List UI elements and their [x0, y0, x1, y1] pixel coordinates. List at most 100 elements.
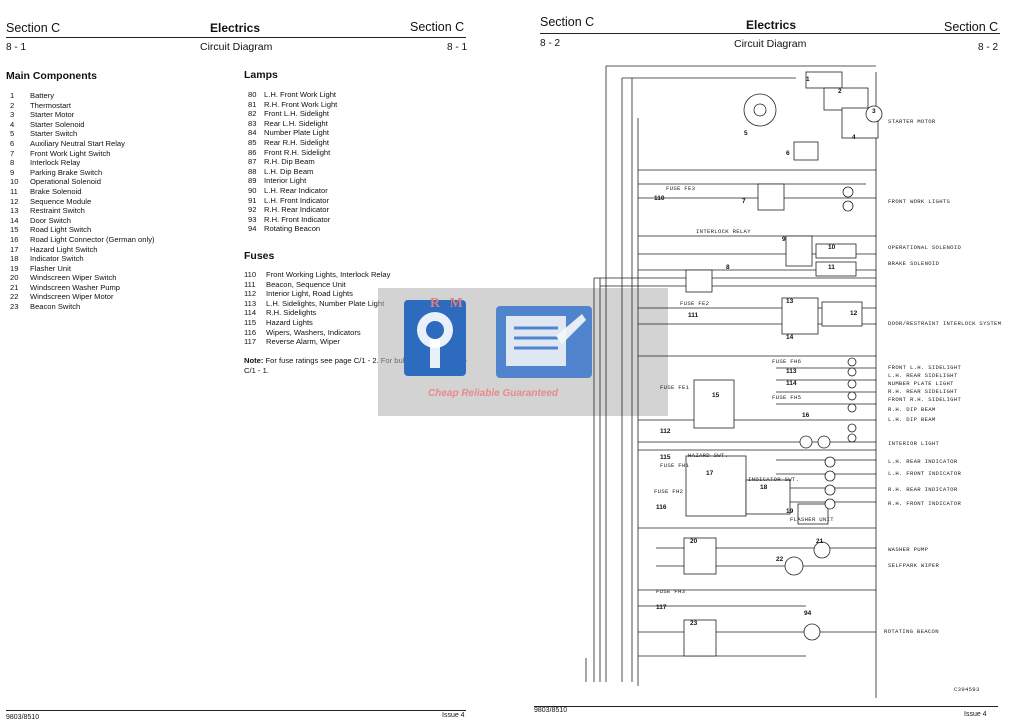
component-94: 94: [804, 610, 812, 617]
fuse-117: 117: [656, 604, 667, 611]
item-label: Door Switch: [30, 215, 71, 225]
fuse-112: 112: [660, 428, 671, 435]
item-label: Hazard Lights: [266, 317, 313, 327]
component-19: 19: [786, 508, 794, 515]
item-number: 84: [248, 128, 257, 138]
item-number: 110: [244, 270, 257, 279]
fuse-tag-fe2: FUSE FE2: [680, 300, 710, 307]
component-15: 15: [712, 392, 720, 399]
item-label: L.H. Sidelights, Number Plate Light: [266, 298, 385, 308]
component-23: 23: [690, 620, 698, 627]
item-label: L.H. Rear Indicator: [264, 185, 328, 195]
item-label: R.H. Dip Beam: [264, 157, 315, 167]
item-number: 22: [10, 292, 19, 302]
fuse-110: 110: [654, 195, 665, 202]
item-label: R.H. Front Work Light: [264, 99, 338, 109]
item-number: 8: [10, 158, 15, 168]
item-number: 9: [10, 167, 15, 177]
item-label: Sequence Module: [30, 196, 92, 206]
item-label: Rear R.H. Sidelight: [264, 137, 329, 147]
fuse-115: 115: [660, 454, 671, 461]
item-number: 3: [10, 110, 15, 120]
page-title: Electrics: [746, 18, 797, 32]
interlock-relay-label: INTERLOCK RELAY: [696, 228, 751, 235]
component-8: 8: [726, 264, 730, 271]
component-18: 18: [760, 484, 768, 491]
label-selfpark-wiper: SELFPARK WIPER: [888, 562, 940, 569]
item-label: Road Light Switch: [30, 225, 92, 235]
item-number: 111: [244, 279, 256, 289]
indicator-switch-label: INDICATOR SWT.: [748, 476, 800, 483]
footer-code: 9803/8510: [534, 707, 568, 714]
label-interlock-system: DOOR/RESTRAINT INTERLOCK SYSTEM: [888, 320, 1002, 327]
label-interior-light: INTERIOR LIGHT: [888, 440, 940, 447]
item-label: Road Light Connector (German only): [30, 234, 155, 244]
item-number: 87: [248, 157, 257, 167]
fuse-tag-fh5: FUSE FH5: [772, 394, 802, 401]
item-number: 19: [10, 263, 19, 273]
fuse-114: 114: [786, 380, 797, 387]
page-subtitle: Circuit Diagram: [734, 38, 807, 50]
item-number: 80: [248, 90, 257, 99]
page-number-left: 8 - 2: [540, 38, 561, 49]
item-label: Front Work Light Switch: [30, 148, 111, 158]
watermark-tagline: Cheap Reliable Guaranteed: [428, 388, 559, 399]
label-lh-rear-sidelight: L.H. REAR SIDELIGHT: [888, 372, 958, 379]
item-number: 92: [248, 205, 257, 215]
note-text: For fuse ratings see page C/1 - 2. For b…: [244, 356, 467, 375]
label-rh-rear-indicator: R.H. REAR INDICATOR: [888, 486, 958, 493]
item-label: R.H. Rear Indicator: [264, 205, 329, 215]
item-label: Interior Light, Road Lights: [266, 289, 353, 299]
item-number: 115: [244, 317, 257, 327]
component-10: 10: [828, 244, 836, 251]
fuse-116: 116: [656, 504, 667, 511]
item-number: 12: [10, 196, 19, 206]
label-starter-motor: STARTER MOTOR: [888, 118, 936, 125]
item-number: 86: [248, 147, 257, 157]
label-washer-pump: WASHER PUMP: [888, 546, 929, 553]
item-number: 82: [248, 109, 257, 119]
item-number: 89: [248, 176, 257, 186]
fuse-tag-fh1: FUSE FH1: [660, 462, 690, 469]
component-3: 3: [872, 108, 876, 115]
page-subtitle: Circuit Diagram: [200, 41, 273, 53]
left-page: Section C Electrics Section C 8 - 1 Circ…: [0, 0, 504, 724]
item-number: 6: [10, 138, 15, 148]
label-rh-dip-beam: R.H. DIP BEAM: [888, 406, 936, 413]
label-front-rh-sidelight: FRONT R.H. SIDELIGHT: [888, 396, 962, 403]
item-number: 2: [10, 100, 15, 110]
component-20: 20: [690, 538, 698, 545]
footer-rule: [534, 706, 998, 707]
item-number: 116: [244, 327, 257, 337]
fuse-113: 113: [786, 368, 797, 375]
section-label: Section C: [6, 21, 61, 35]
document-logo-icon: [496, 306, 592, 378]
list-item: 87 R.H. Dip Beam: [248, 157, 337, 167]
component-5: 5: [744, 130, 748, 137]
label-operational-solenoid: OPERATIONAL SOLENOID: [888, 244, 962, 251]
main-components-heading: Main Components: [6, 70, 97, 82]
item-number: 21: [10, 282, 19, 292]
page-title: Electrics: [210, 21, 261, 35]
item-label: Operational Solenoid: [30, 177, 101, 187]
fuse-note: Note: For fuse ratings see page C/1 - 2.…: [244, 356, 474, 375]
header-rule: [6, 37, 466, 38]
item-number: 20: [10, 273, 19, 283]
item-number: 13: [10, 206, 19, 216]
